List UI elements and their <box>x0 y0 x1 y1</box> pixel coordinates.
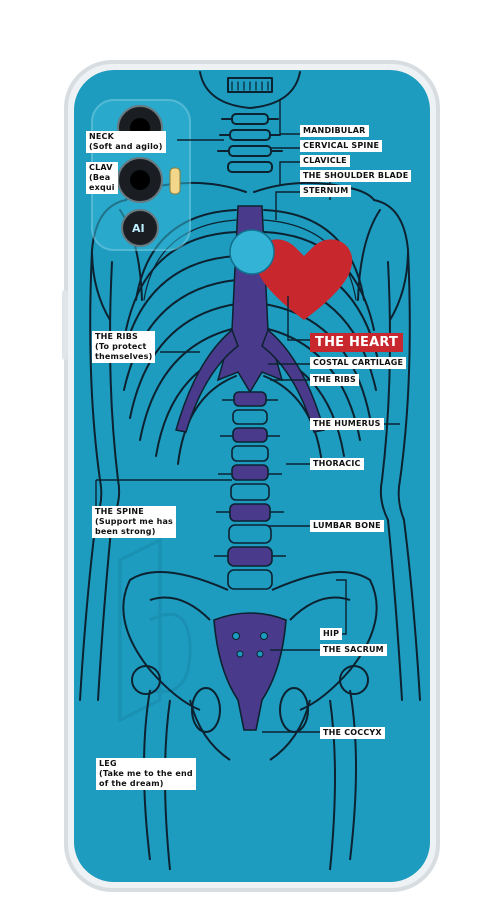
label-clavicle-left: CLAV (Bea exqui <box>86 162 118 194</box>
label-humerus: THE HUMERUS <box>310 418 384 430</box>
label-heart: THE HEART <box>310 333 404 352</box>
sacrum <box>213 612 287 731</box>
label-thoracic: THORACIC <box>310 458 364 470</box>
label-spine: THE SPINE (Support me has been strong) <box>92 506 177 538</box>
label-leg: LEG (Take me to the end of the dream) <box>96 758 196 790</box>
heart-icon <box>255 239 353 320</box>
label-clavicle: CLAVICLE <box>300 155 350 167</box>
label-sternum: STERNUM <box>300 185 352 197</box>
label-the-ribs: THE RIBS <box>310 374 359 386</box>
label-hip: HIP <box>320 628 343 640</box>
label-ribs-left: THE RIBS (To protect themselves) <box>92 331 156 363</box>
fingerprint-sensor-icon <box>229 229 275 275</box>
label-sacrum: THE SACRUM <box>320 644 387 656</box>
spine <box>214 391 286 590</box>
label-cervical-spine: CERVICAL SPINE <box>300 140 383 152</box>
label-neck: NECK (Soft and agilo) <box>86 131 166 153</box>
sacrum-holes <box>232 632 268 658</box>
label-lumbar: LUMBAR BONE <box>310 520 384 532</box>
label-shoulder-blade: THE SHOULDER BLADE <box>300 170 412 182</box>
label-coccyx: THE COCCYX <box>320 727 385 739</box>
ai-lens-icon <box>121 209 159 247</box>
flash-icon <box>169 167 181 195</box>
sternum-cartilage <box>175 205 325 433</box>
side-button <box>62 290 68 360</box>
ai-lens-label: AI <box>132 222 145 235</box>
pelvis <box>122 571 378 871</box>
label-mandibular: MANDIBULAR <box>300 125 369 137</box>
label-costal-cartilage: COSTAL CARTILAGE <box>310 357 407 369</box>
